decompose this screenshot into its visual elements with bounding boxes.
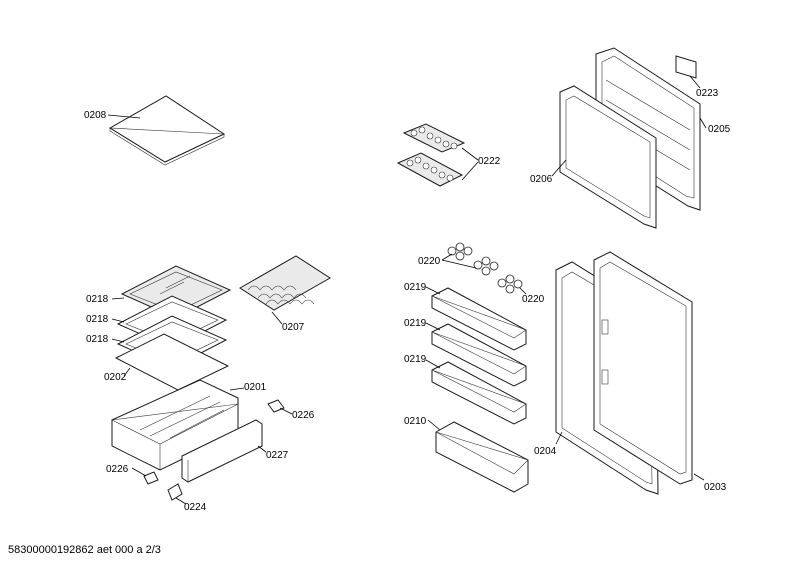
label-0220-a: 0220	[418, 256, 441, 267]
part-0222-egg-tray	[396, 123, 466, 187]
label-0218-c: 0218	[86, 334, 109, 345]
label-0227: 0227	[266, 450, 289, 461]
label-0219-c: 0219	[404, 354, 427, 365]
label-0219-a: 0219	[404, 282, 427, 293]
part-0227-crisper-front	[181, 419, 263, 483]
part-0224-hinge	[167, 483, 183, 501]
label-0226-a: 0226	[292, 410, 315, 421]
part-0206-freezer-gasket	[559, 85, 657, 229]
label-0208: 0208	[84, 110, 107, 121]
part-0207-wine-rack	[239, 255, 331, 311]
label-0222: 0222	[478, 156, 501, 167]
label-0226-b: 0226	[106, 464, 129, 475]
label-0224: 0224	[184, 502, 207, 513]
label-0207: 0207	[282, 322, 305, 333]
part-0219-door-bins	[431, 287, 527, 425]
label-0202: 0202	[104, 372, 127, 383]
label-0210: 0210	[404, 416, 427, 427]
label-0218-a: 0218	[86, 294, 109, 305]
label-0220-b: 0220	[522, 294, 545, 305]
label-0203: 0203	[704, 482, 727, 493]
label-0205: 0205	[708, 124, 731, 135]
document-footer-id: 58300000192862 aet 000 a 2/3	[8, 544, 161, 556]
label-0204: 0204	[534, 446, 557, 457]
label-0219-b: 0219	[404, 318, 427, 329]
part-0203-fridge-door	[593, 251, 693, 485]
part-0202-cover-plate	[114, 333, 230, 391]
part-0208-glass-plate	[109, 95, 226, 166]
label-0206: 0206	[530, 174, 553, 185]
part-0220-knobs	[447, 242, 523, 294]
part-0223-label	[675, 55, 697, 79]
label-0201: 0201	[244, 382, 267, 393]
label-0223: 0223	[696, 88, 719, 99]
part-0210-door-bin	[435, 421, 529, 493]
label-0218-b: 0218	[86, 314, 109, 325]
part-0226-clips	[143, 399, 285, 485]
